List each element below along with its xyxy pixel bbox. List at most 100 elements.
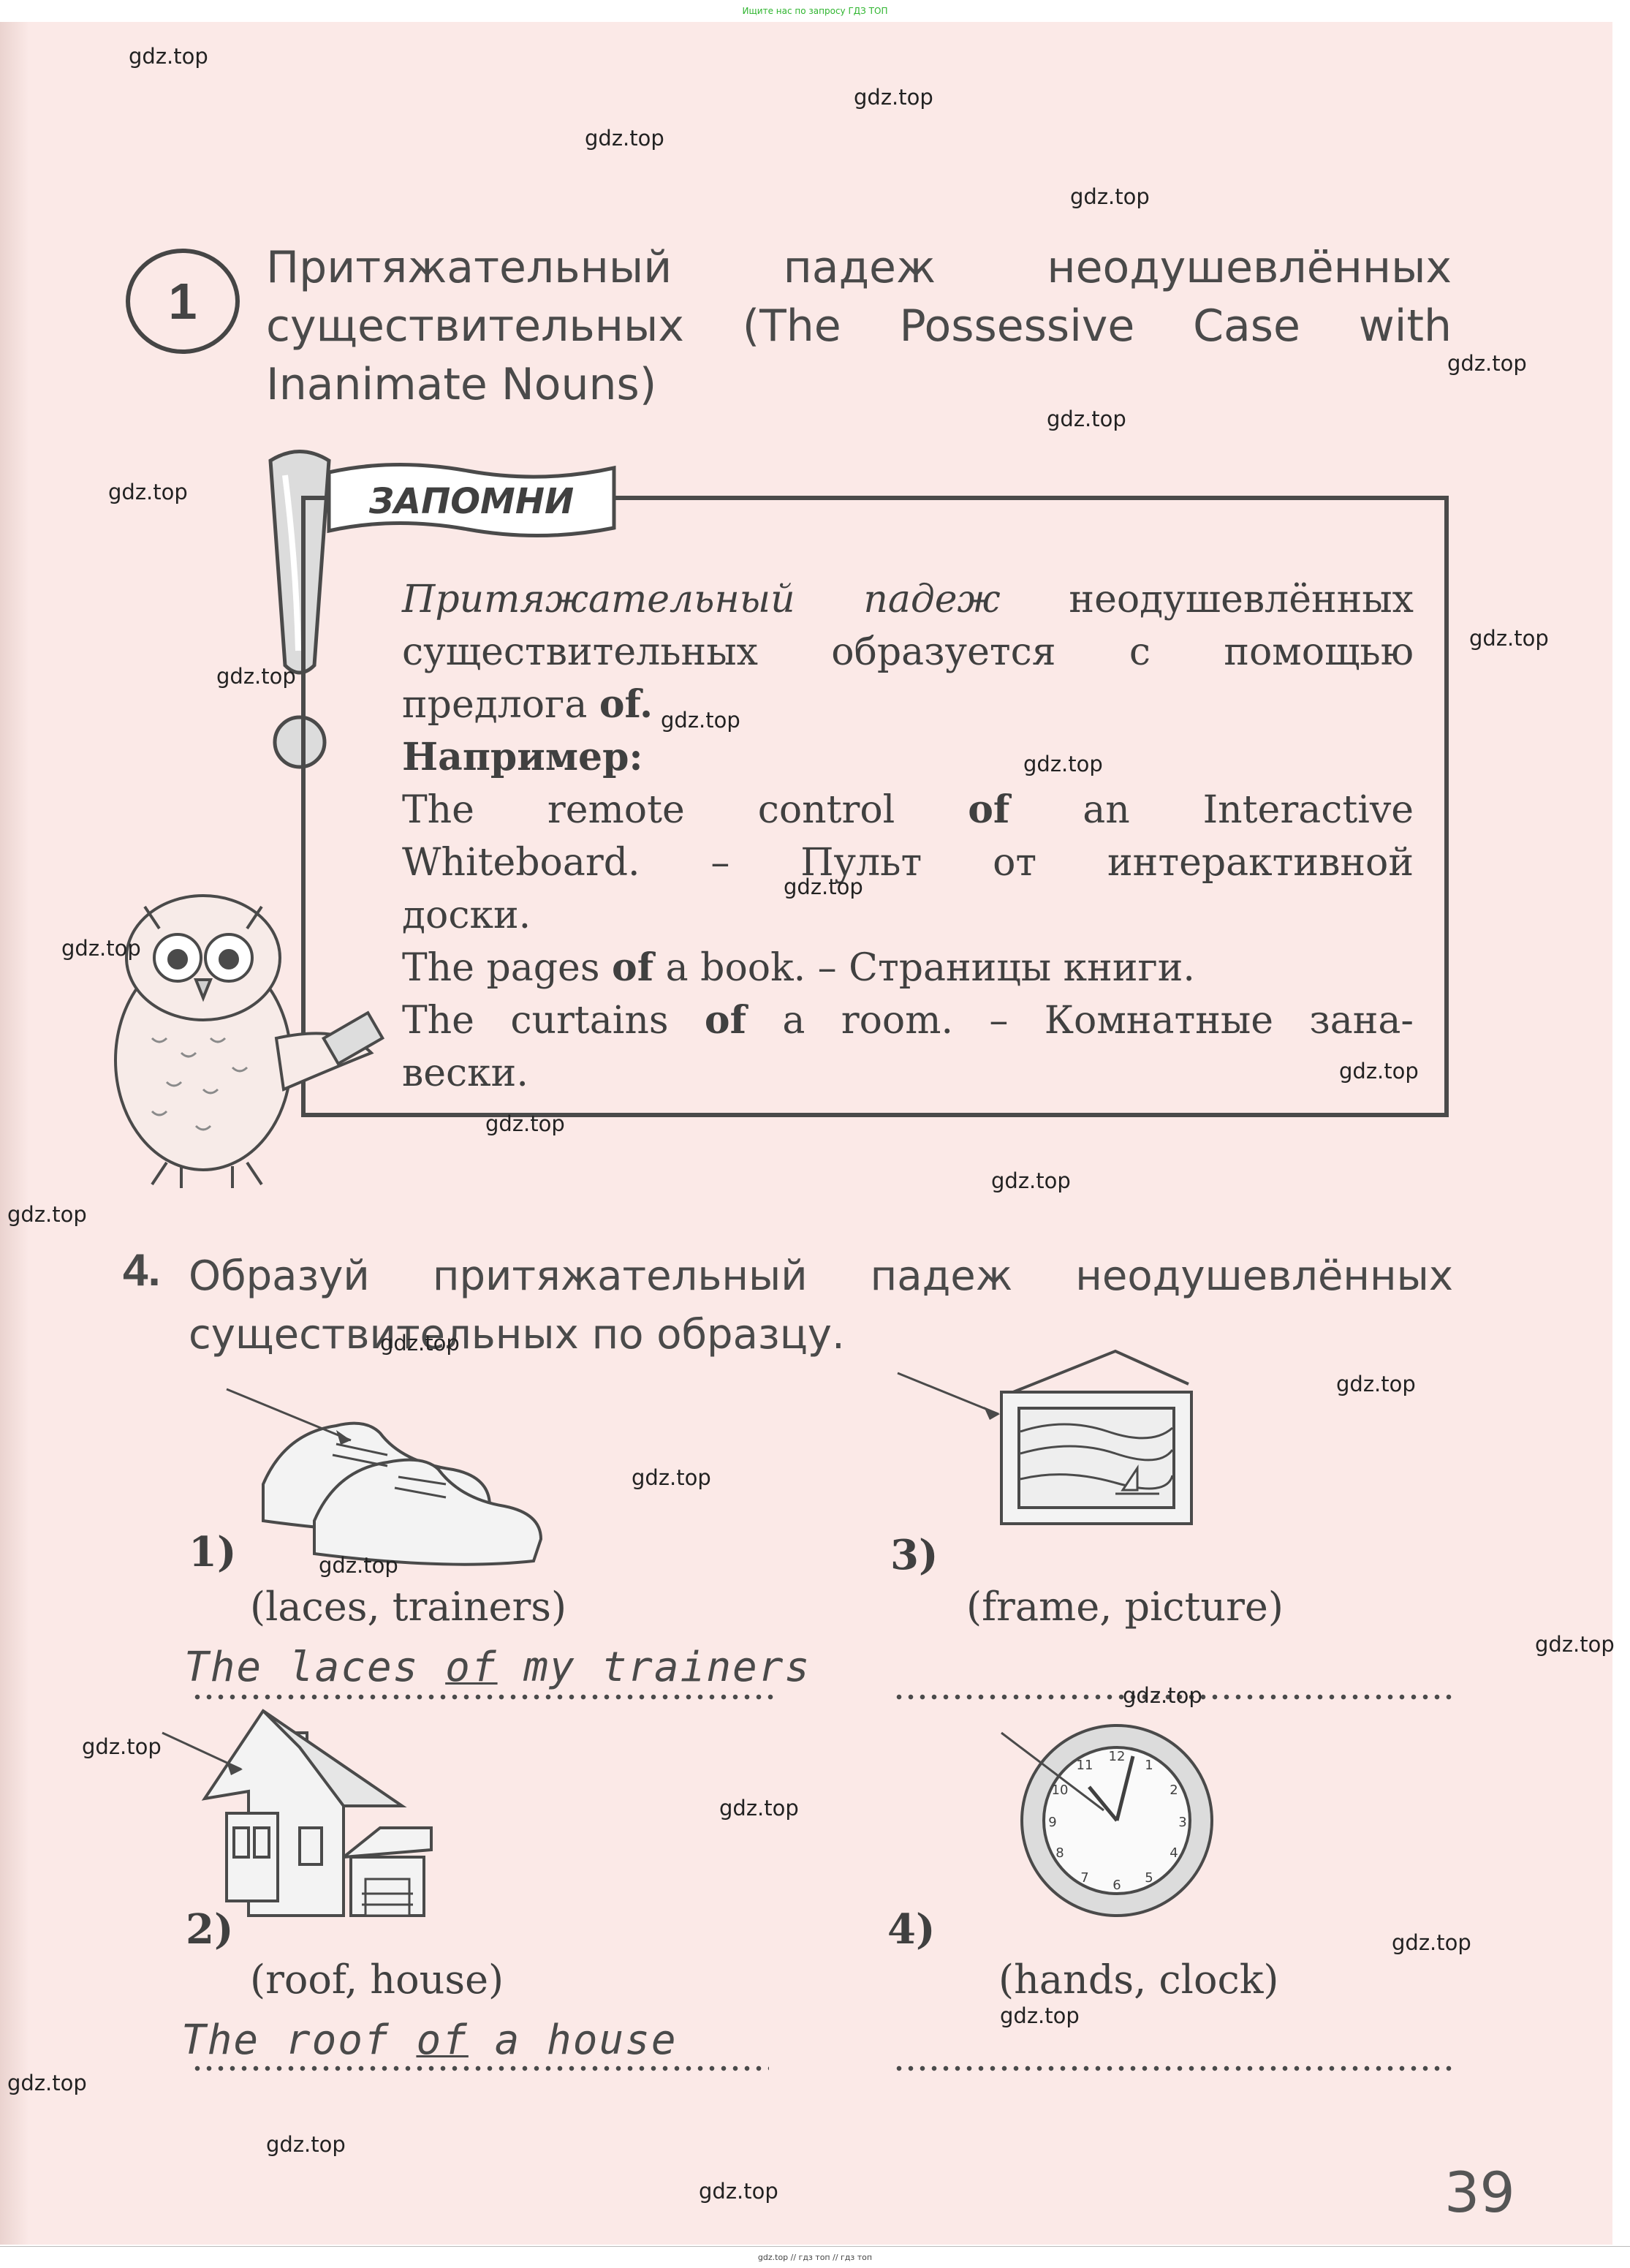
- item-1-answer-of: of: [445, 1644, 498, 1691]
- watermark: gdz.top: [1535, 1632, 1615, 1657]
- example-heading: Например:: [402, 731, 1414, 784]
- rule-line-3: предлога of.: [402, 678, 1414, 731]
- watermark: gdz.top: [319, 1553, 398, 1578]
- watermark: gdz.top: [485, 1111, 565, 1136]
- watermark: gdz.top: [1070, 184, 1150, 209]
- item-2-answer: The roof of a house: [181, 2016, 678, 2064]
- svg-text:3: 3: [1178, 1815, 1186, 1830]
- rule-line-1: Притяжательный падеж неодушевлённых: [402, 573, 1414, 626]
- top-banner[interactable]: Ищите нас по запросу ГДЗ ТОП: [742, 6, 888, 16]
- svg-text:2: 2: [1170, 1783, 1178, 1798]
- rule-box: [301, 496, 1449, 1117]
- item-4-words: (hands, clock): [998, 1957, 1279, 2003]
- ex3-a: The curtains: [402, 999, 705, 1043]
- svg-text:4: 4: [1170, 1845, 1178, 1861]
- watermark: gdz.top: [1339, 1059, 1419, 1084]
- section-title: Притяжательный падеж неодушевлённых суще…: [266, 242, 1452, 410]
- example-3-line-2: вески.: [402, 1051, 528, 1095]
- svg-text:8: 8: [1055, 1845, 1064, 1861]
- item-1-answer-b: my trainers: [497, 1644, 811, 1691]
- item-2-answer-b: a house: [468, 2016, 678, 2064]
- example-1-line-2: Whiteboard. – Пульт от интерактивной: [402, 841, 1414, 885]
- item-3-number: 3): [890, 1531, 939, 1579]
- watermark: gdz.top: [82, 1734, 162, 1759]
- watermark: gdz.top: [585, 126, 664, 151]
- item-2-number: 2): [186, 1905, 234, 1954]
- rule-line-2: существительных образуется с помощью: [402, 630, 1414, 674]
- svg-text:10: 10: [1052, 1783, 1069, 1798]
- svg-text:1: 1: [1145, 1758, 1153, 1773]
- watermark: gdz.top: [1392, 1930, 1471, 1955]
- watermark: gdz.top: [1447, 351, 1527, 376]
- ex3-bold: of: [704, 998, 746, 1043]
- house-image: [162, 1709, 433, 1917]
- item-3-answer-line[interactable]: [893, 1693, 1456, 1701]
- example-1-line-3: доски.: [402, 893, 531, 937]
- item-4-number: 4): [887, 1905, 936, 1954]
- svg-text:11: 11: [1077, 1758, 1093, 1773]
- watermark: gdz.top: [661, 708, 740, 733]
- watermark: gdz.top: [129, 44, 208, 69]
- section-number: 1: [168, 273, 197, 330]
- example-2: The pages of a book. – Страницы книги.: [402, 942, 1414, 994]
- rule-text: Притяжательный падеж неодушевлённых суще…: [402, 573, 1414, 1100]
- ex2-bold: of: [612, 945, 654, 990]
- page-gutter-shade: [0, 22, 29, 2245]
- item-2-answer-a: The roof: [181, 2016, 417, 2064]
- item-1-number: 1): [189, 1528, 237, 1576]
- watermark: gdz.top: [991, 1168, 1071, 1193]
- ex2-a: The pages: [402, 946, 613, 990]
- remember-flag: ЗАПОМНИ: [327, 463, 616, 538]
- bottom-banner[interactable]: gdz.top // гдз топ // гдз топ: [0, 2246, 1630, 2268]
- svg-text:7: 7: [1080, 1870, 1088, 1886]
- rule-term: Притяжательный падеж: [402, 578, 1001, 621]
- watermark: gdz.top: [7, 2071, 87, 2095]
- picture-frame-image: [897, 1349, 1193, 1525]
- svg-text:12: 12: [1109, 1749, 1126, 1764]
- example-1-line-1: The remote control of an Interactive: [402, 784, 1414, 836]
- watermark: gdz.top: [7, 1202, 87, 1227]
- example-heading-text: Например:: [402, 735, 643, 779]
- watermark: gdz.top: [699, 2179, 778, 2204]
- ex1-b: an Interactive: [1009, 788, 1414, 832]
- watermark: gdz.top: [108, 480, 188, 504]
- item-2-words: (roof, house): [250, 1957, 504, 2003]
- rule-line-1-rest: неодушевлённых: [1000, 578, 1414, 621]
- rule-line-3-bold: of.: [599, 682, 653, 727]
- watermark: gdz.top: [1000, 2003, 1080, 2028]
- watermark: gdz.top: [1336, 1372, 1416, 1396]
- ex3-b: a room. – Комнатные зана-: [746, 999, 1414, 1043]
- section-number-circle: 1: [126, 249, 240, 354]
- owl-illustration: [114, 894, 385, 1188]
- remember-flag-label: ЗАПОМНИ: [368, 481, 574, 522]
- watermark: gdz.top: [266, 2132, 346, 2157]
- watermark: gdz.top: [1123, 1683, 1202, 1708]
- watermark: gdz.top: [1469, 626, 1549, 651]
- ex2-b: a book. – Страницы книги.: [653, 946, 1195, 990]
- item-4-answer-line[interactable]: [893, 2065, 1456, 2072]
- watermark: gdz.top: [380, 1331, 460, 1356]
- page-number: 39: [1444, 2160, 1515, 2225]
- item-2-answer-line[interactable]: [192, 2065, 769, 2072]
- ex1-a: The remote control: [402, 788, 968, 832]
- watermark: gdz.top: [216, 664, 296, 689]
- watermark: gdz.top: [61, 936, 141, 961]
- task-number: 4.: [123, 1245, 161, 1296]
- item-1-answer: The laces of my trainers: [184, 1644, 811, 1691]
- item-1-answer-a: The laces: [184, 1644, 446, 1691]
- rule-line-3-text: предлога: [402, 683, 599, 727]
- task-instructions: Образуй притяжательный падеж неодушевлён…: [189, 1252, 1453, 1358]
- watermark: gdz.top: [784, 874, 863, 899]
- item-1-answer-line[interactable]: [192, 1693, 776, 1701]
- svg-text:9: 9: [1048, 1815, 1056, 1830]
- watermark: gdz.top: [854, 85, 933, 110]
- example-3-line-1: The curtains of a room. – Комнатные зана…: [402, 994, 1414, 1047]
- svg-text:6: 6: [1112, 1878, 1121, 1893]
- item-1-words: (laces, trainers): [250, 1584, 567, 1630]
- exclamation-icon: [268, 450, 331, 769]
- watermark: gdz.top: [719, 1796, 799, 1821]
- item-2-answer-of: of: [416, 2016, 469, 2064]
- svg-text:5: 5: [1145, 1870, 1153, 1886]
- watermark: gdz.top: [1023, 752, 1103, 776]
